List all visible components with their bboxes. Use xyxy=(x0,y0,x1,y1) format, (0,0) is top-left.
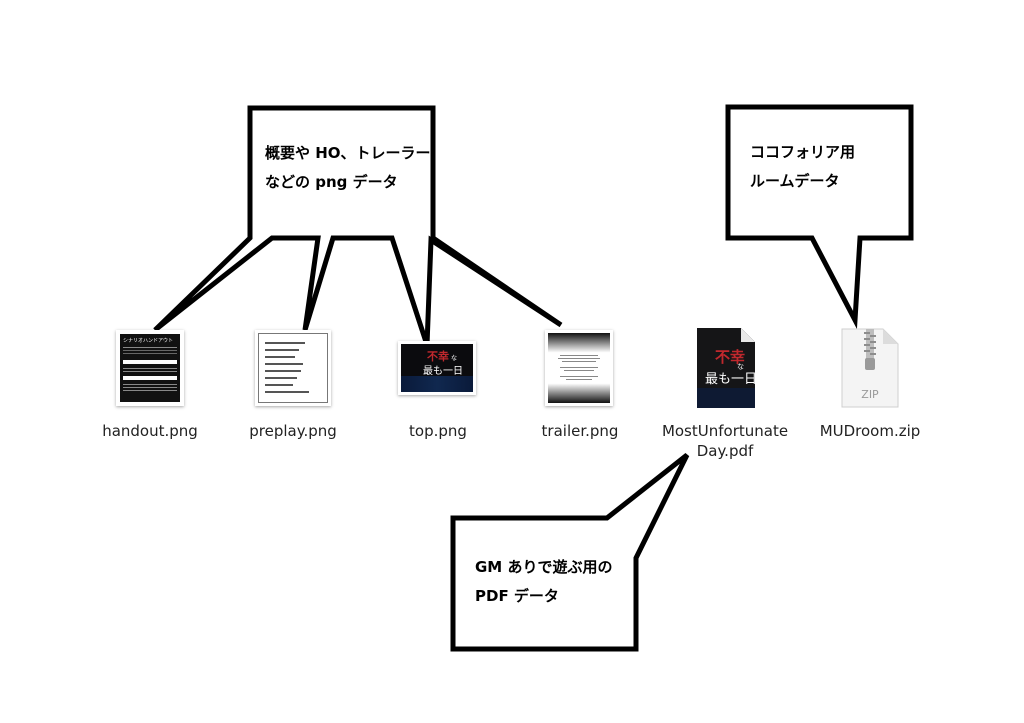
file-label-preplay[interactable]: preplay.png xyxy=(249,422,337,440)
pdf-thumb-small: な xyxy=(737,363,744,371)
callout-pdf-line1: GM ありで遊ぶ用の xyxy=(475,558,613,576)
callout-png-line2: などの png データ xyxy=(265,173,398,191)
zip-archive-icon: ZIP xyxy=(841,328,899,408)
callout-room-text: ココフォリア用 ルームデータ xyxy=(750,138,855,196)
file-label-trailer[interactable]: trailer.png xyxy=(541,422,619,440)
top-thumb-white: 最も一日 xyxy=(423,366,463,377)
file-handout-png[interactable]: シナリオハンドアウト xyxy=(116,330,184,406)
callout-pdf-bubble xyxy=(450,453,690,652)
pdf-document-icon: 不幸 な 最も一日 xyxy=(697,328,757,408)
file-label-handout[interactable]: handout.png xyxy=(102,422,198,440)
png-thumbnail-icon: 不幸 な 最も一日 xyxy=(398,341,476,395)
callout-pdf-text: GM ありで遊ぶ用の PDF データ xyxy=(475,553,612,611)
file-label-mud-pdf-line1: MostUnfortunate xyxy=(661,422,789,440)
callout-png-text: 概要や HO、トレーラー などの png データ xyxy=(265,139,431,197)
callout-room-bubble xyxy=(725,104,914,330)
png-thumbnail-icon xyxy=(255,330,331,406)
file-label-mud-pdf[interactable]: MostUnfortunate Day.pdf xyxy=(645,421,805,461)
file-mudroom-zip[interactable]: ZIP xyxy=(841,328,899,408)
handout-thumb-title: シナリオハンドアウト xyxy=(123,338,174,344)
callout-room-line2: ルームデータ xyxy=(750,172,840,190)
callout-pdf-line2: PDF データ xyxy=(475,587,559,605)
png-thumbnail-icon xyxy=(545,330,613,406)
file-mud-pdf[interactable]: 不幸 な 最も一日 xyxy=(697,328,757,408)
callout-room-line1: ココフォリア用 xyxy=(750,143,856,161)
file-label-mudroom[interactable]: MUDroom.zip xyxy=(819,422,921,440)
top-thumb-red: 不幸 xyxy=(427,350,449,363)
file-label-mud-pdf-line2: Day.pdf xyxy=(696,442,754,460)
callout-png-bubble xyxy=(153,105,563,346)
callout-png-line1: 概要や HO、トレーラー xyxy=(265,144,431,162)
file-preplay-png[interactable] xyxy=(255,330,331,406)
pdf-thumb-white: 最も一日 xyxy=(705,372,755,387)
pdf-thumb-red: 不幸 xyxy=(715,348,745,366)
png-thumbnail-icon: シナリオハンドアウト xyxy=(116,330,184,406)
file-top-png[interactable]: 不幸 な 最も一日 xyxy=(398,341,476,395)
top-thumb-small: な xyxy=(451,355,458,362)
file-trailer-png[interactable] xyxy=(545,330,613,406)
zip-thumb-label: ZIP xyxy=(861,388,879,401)
file-label-top[interactable]: top.png xyxy=(409,422,467,440)
